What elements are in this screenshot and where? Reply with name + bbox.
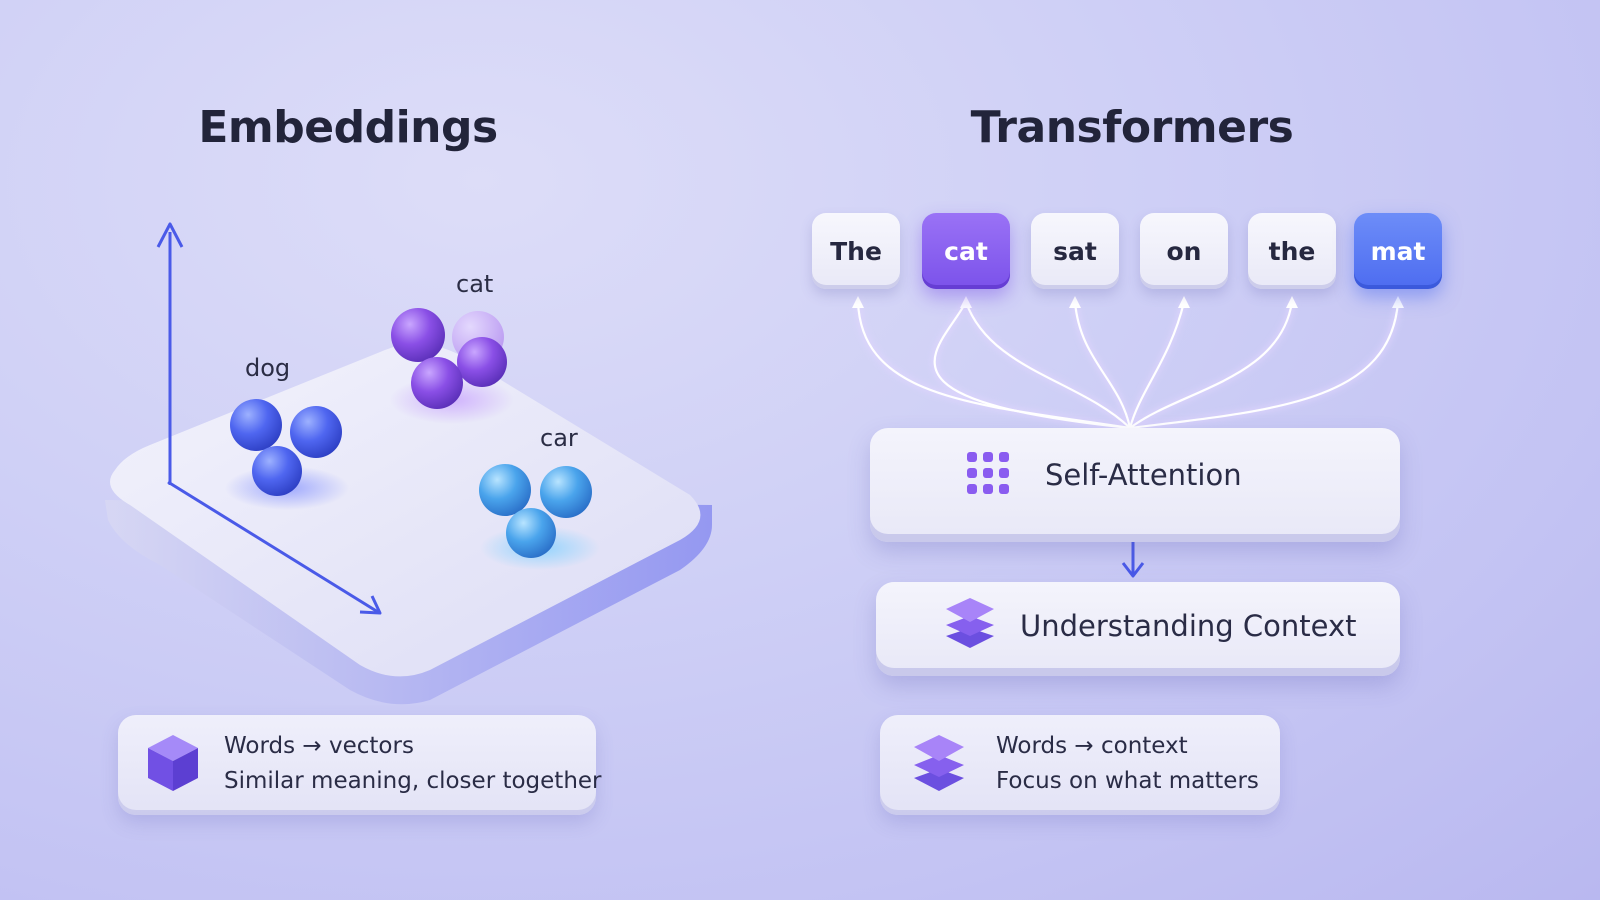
car-cluster: [479, 464, 600, 570]
layers-icon: [946, 598, 994, 648]
token-on: on: [1140, 213, 1228, 289]
embeddings-title: Embeddings: [198, 102, 498, 153]
cat-label: cat: [456, 270, 494, 298]
self-attention-block: Self-Attention: [870, 428, 1400, 542]
self-attention-label: Self-Attention: [1045, 458, 1242, 492]
understanding-context-block: Understanding Context: [876, 582, 1400, 676]
token-the: The: [812, 213, 900, 289]
attention-lines: [852, 296, 1404, 432]
transformers-info-line2: Focus on what matters: [996, 768, 1259, 794]
understanding-context-label: Understanding Context: [1020, 609, 1357, 643]
car-label: car: [540, 424, 578, 452]
down-arrow: [1121, 538, 1145, 578]
cat-cluster: [390, 308, 514, 424]
token-sat: sat: [1031, 213, 1119, 289]
token-the-2: the: [1248, 213, 1336, 289]
grid-dots-icon: [967, 452, 1009, 494]
layers-icon: [914, 735, 964, 791]
cube-icon: [148, 735, 198, 791]
embeddings-info-line2: Similar meaning, closer together: [224, 768, 602, 794]
transformers-title: Transformers: [970, 102, 1294, 153]
dog-label: dog: [245, 354, 291, 382]
embedding-axes: [156, 222, 382, 615]
dog-cluster: [225, 399, 349, 510]
embeddings-info-card: Words → vectors Similar meaning, closer …: [118, 715, 602, 815]
token-cat: cat: [922, 213, 1010, 289]
transformers-info-card: Words → context Focus on what matters: [880, 715, 1280, 815]
embeddings-info-line1: Words → vectors: [224, 733, 414, 759]
token-mat: mat: [1354, 213, 1442, 289]
transformers-info-line1: Words → context: [996, 733, 1188, 759]
